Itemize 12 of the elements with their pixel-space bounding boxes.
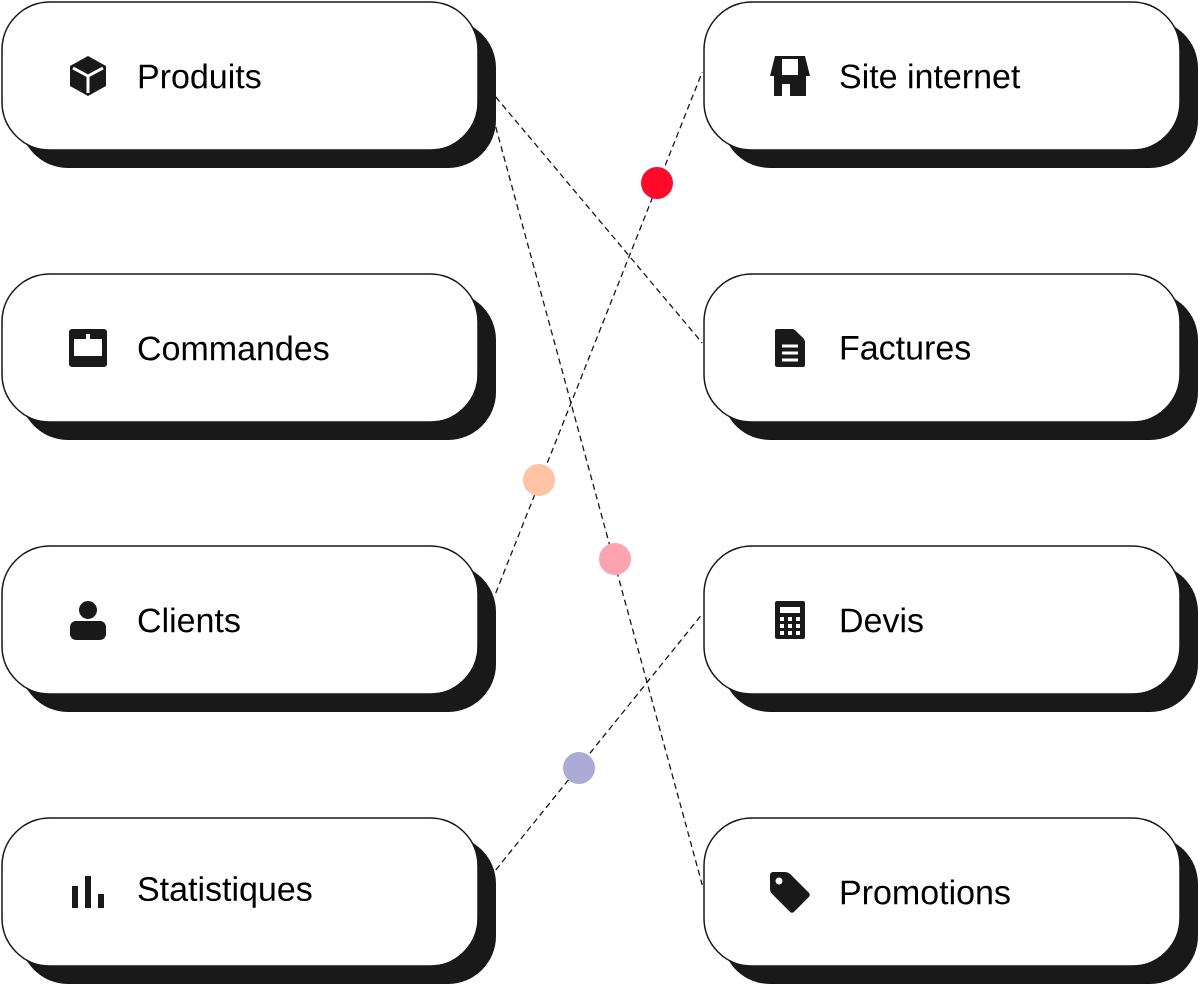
card: Commandes xyxy=(1,273,496,440)
dashed-connector xyxy=(495,71,703,594)
dashed-connector xyxy=(495,126,703,886)
dashed-connector xyxy=(495,96,703,344)
card: Site internet xyxy=(703,1,1198,168)
card: Factures xyxy=(703,273,1198,440)
card: Statistiques xyxy=(1,817,496,984)
card: Promotions xyxy=(703,817,1198,984)
card: Clients xyxy=(1,545,496,712)
dashed-connector xyxy=(495,613,703,871)
card: Devis xyxy=(703,545,1198,712)
card: Produits xyxy=(1,1,496,168)
